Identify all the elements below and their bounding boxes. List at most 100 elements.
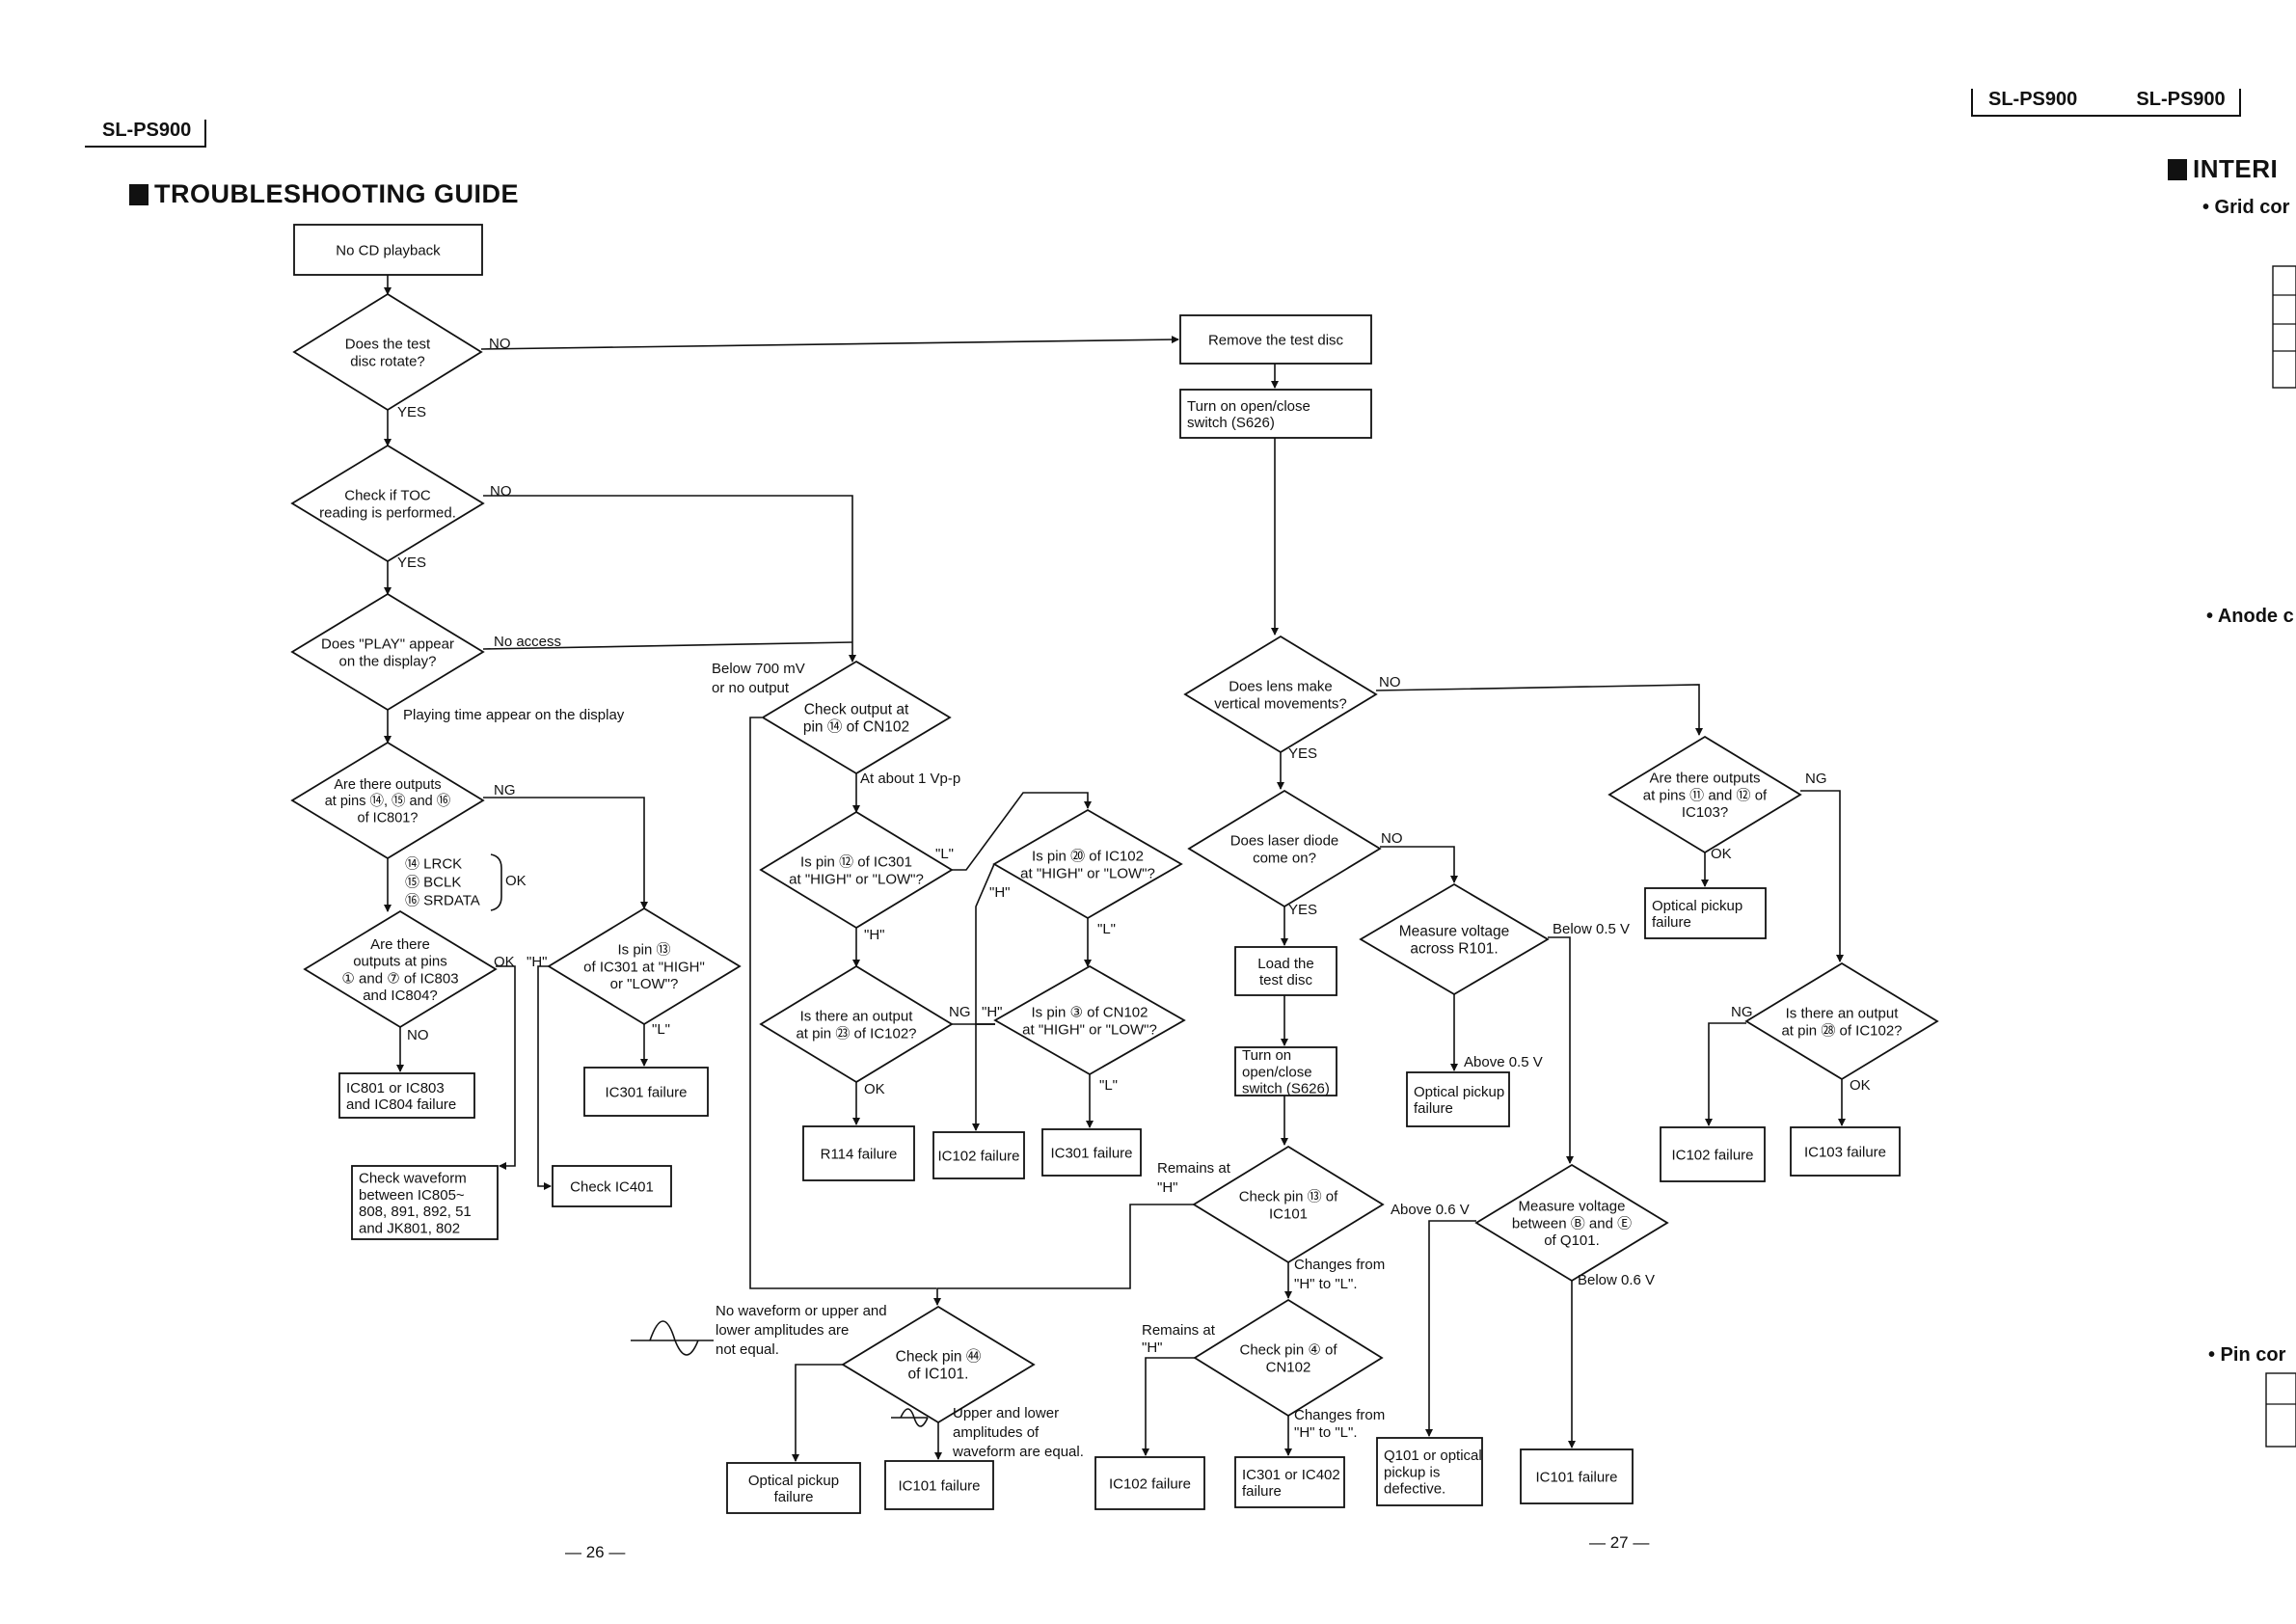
box-text-b_ic101b: IC101 failure <box>1535 1469 1617 1485</box>
edge-label-l4: "L" <box>1099 1077 1118 1094</box>
bullet-grid: • Grid cor <box>2202 197 2290 218</box>
edge-label-h4: "H" <box>864 927 884 943</box>
edge-label-h1: "H" <box>527 954 547 970</box>
right-section-title-text: INTERI <box>2193 154 2279 183</box>
right-section-title: INTERI <box>2168 154 2278 184</box>
edge-label-ng1: NG <box>494 782 516 798</box>
box-start <box>293 224 483 276</box>
edge-laser-no <box>1380 846 1458 883</box>
box-text-b_ic301a: IC301 failure <box>605 1084 687 1100</box>
decision-d_lens <box>1183 635 1378 754</box>
page-title: TROUBLESHOOTING GUIDE <box>129 179 519 209</box>
box-b_ic301c <box>1234 1456 1345 1508</box>
box-text-b_ic101a: IC101 failure <box>898 1477 980 1494</box>
edge-label-remains2_b: "H" <box>1142 1340 1162 1356</box>
decision-d_out102 <box>759 964 954 1084</box>
edge-play-noaccess <box>482 641 853 650</box>
box-b_turnon1 <box>1179 389 1372 439</box>
edge-label-below05: Below 0.5 V <box>1553 921 1630 937</box>
decision-d_q101 <box>1474 1163 1669 1283</box>
box-b_waveform <box>351 1165 499 1240</box>
box-b_load <box>1234 946 1337 996</box>
edge-label-l2: "L" <box>935 846 954 862</box>
box-b_opt2 <box>1644 887 1767 939</box>
box-text-b_ic102c: IC102 failure <box>1109 1475 1191 1492</box>
edge-label-ok4: OK <box>1711 846 1732 862</box>
decision-d_r101 <box>1359 882 1550 996</box>
edge-toc-no <box>483 495 856 663</box>
edge-label-changes2_a: Changes from <box>1294 1407 1385 1423</box>
edge-label-no2: NO <box>490 483 512 500</box>
model-label-left: SL-PS900 <box>85 120 207 148</box>
decision-d_pin44 <box>841 1305 1036 1424</box>
edge-label-above06: Above 0.6 V <box>1391 1202 1470 1218</box>
edge-label-about1vpp: At about 1 Vp-p <box>860 771 960 787</box>
box-b_q101def <box>1376 1437 1483 1506</box>
edge-label-eq_a: Upper and lower <box>953 1405 1059 1421</box>
edge-801-ng <box>483 797 648 909</box>
decision-d_out103 <box>1607 735 1802 854</box>
box-b_opt1 <box>1406 1071 1510 1127</box>
signals-brace <box>490 853 502 911</box>
title-square-icon <box>129 183 149 205</box>
bullet-pin: • Pin cor <box>2208 1344 2286 1366</box>
edge-label-no1: NO <box>489 336 511 352</box>
page-number-right: — 27 — <box>1589 1533 1650 1552</box>
title-square-icon <box>2168 158 2187 180</box>
decision-d_outputs803 <box>303 909 498 1029</box>
edge-label-remains_a: Remains at <box>1157 1160 1231 1177</box>
edge-rotate-no <box>480 336 1179 350</box>
edge-q101-above <box>1425 1220 1476 1437</box>
edge-label-ok_sig: OK <box>505 873 527 889</box>
box-text-b_r114: R114 failure <box>821 1146 898 1162</box>
edge-label-changes2_b: "H" to "L". <box>1294 1424 1358 1441</box>
edge-label-h3: "H" <box>982 1004 1002 1020</box>
waveform-even-icon <box>891 1408 929 1427</box>
box-b_ic301b <box>1041 1128 1142 1177</box>
edge-label-no4: NO <box>1379 674 1401 690</box>
edge-label-yes4: YES <box>1288 902 1317 918</box>
page-number-left: — 26 — <box>565 1543 626 1561</box>
edge-label-noaccess: No access <box>494 634 561 650</box>
decision-d_pin4cn <box>1193 1298 1384 1418</box>
decision-d_pin13 <box>1192 1145 1385 1264</box>
decision-d_cn102 <box>761 660 952 775</box>
edge-label-changes_a: Changes from <box>1294 1257 1385 1273</box>
edge-103-ng <box>1800 790 1844 962</box>
box-b_ic101b <box>1520 1448 1634 1504</box>
page-title-text: TROUBLESHOOTING GUIDE <box>154 179 520 208</box>
edge-label-no5: NO <box>1381 830 1403 847</box>
box-b_ic801fail <box>338 1072 475 1119</box>
box-text-b_checkic401: Check IC401 <box>570 1178 654 1195</box>
box-b_checkic401 <box>552 1165 672 1207</box>
edge-102b-ng <box>1705 1022 1746 1126</box>
edge-label-nowave_a: No waveform or upper and <box>716 1303 887 1319</box>
cropped-table-right <box>2272 265 2296 389</box>
box-b_ic301a <box>583 1067 709 1117</box>
